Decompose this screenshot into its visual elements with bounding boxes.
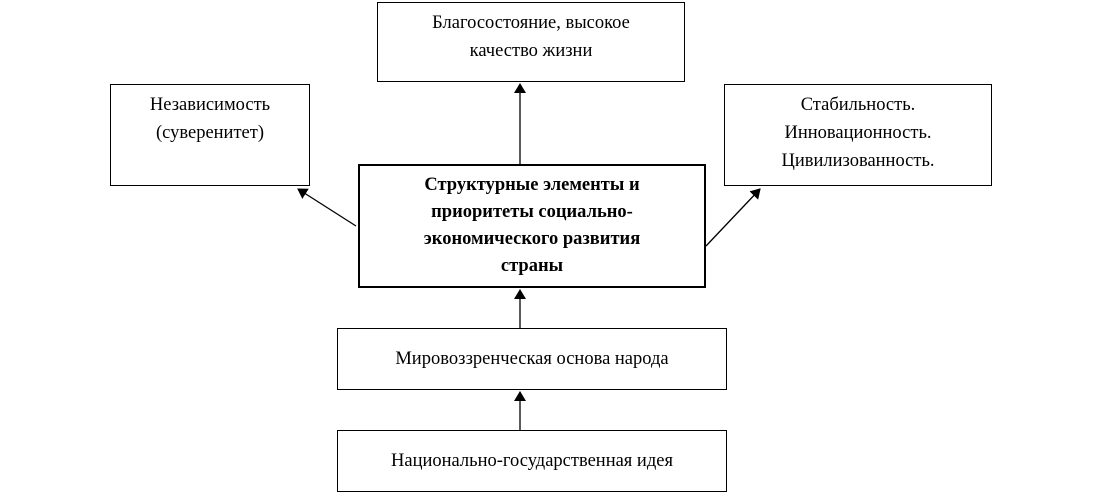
node-stability: Стабильность. Инновационность. Цивилизов…	[724, 84, 992, 186]
node-wellbeing: Благосостояние, высокое качество жизни	[377, 2, 685, 82]
arrow-core-to-stability	[705, 188, 761, 247]
node-independence-label: Независимость (суверенитет)	[149, 95, 271, 143]
node-stability-label: Стабильность. Инновационность. Цивилизов…	[781, 95, 935, 171]
node-wellbeing-label: Благосостояние, высокое качество жизни	[432, 13, 630, 61]
node-idea: Национально-государственная идея	[337, 430, 727, 492]
arrow-core-to-independence	[297, 188, 357, 227]
node-core: Структурные элементы и приоритеты социал…	[358, 164, 706, 288]
node-independence: Независимость (суверенитет)	[110, 84, 310, 186]
node-worldview-label: Мировоззренческая основа народа	[395, 349, 669, 369]
node-core-label: Структурные элементы и приоритеты социал…	[423, 175, 641, 276]
node-worldview: Мировоззренческая основа народа	[337, 328, 727, 390]
node-idea-label: Национально-государственная идея	[391, 451, 673, 471]
